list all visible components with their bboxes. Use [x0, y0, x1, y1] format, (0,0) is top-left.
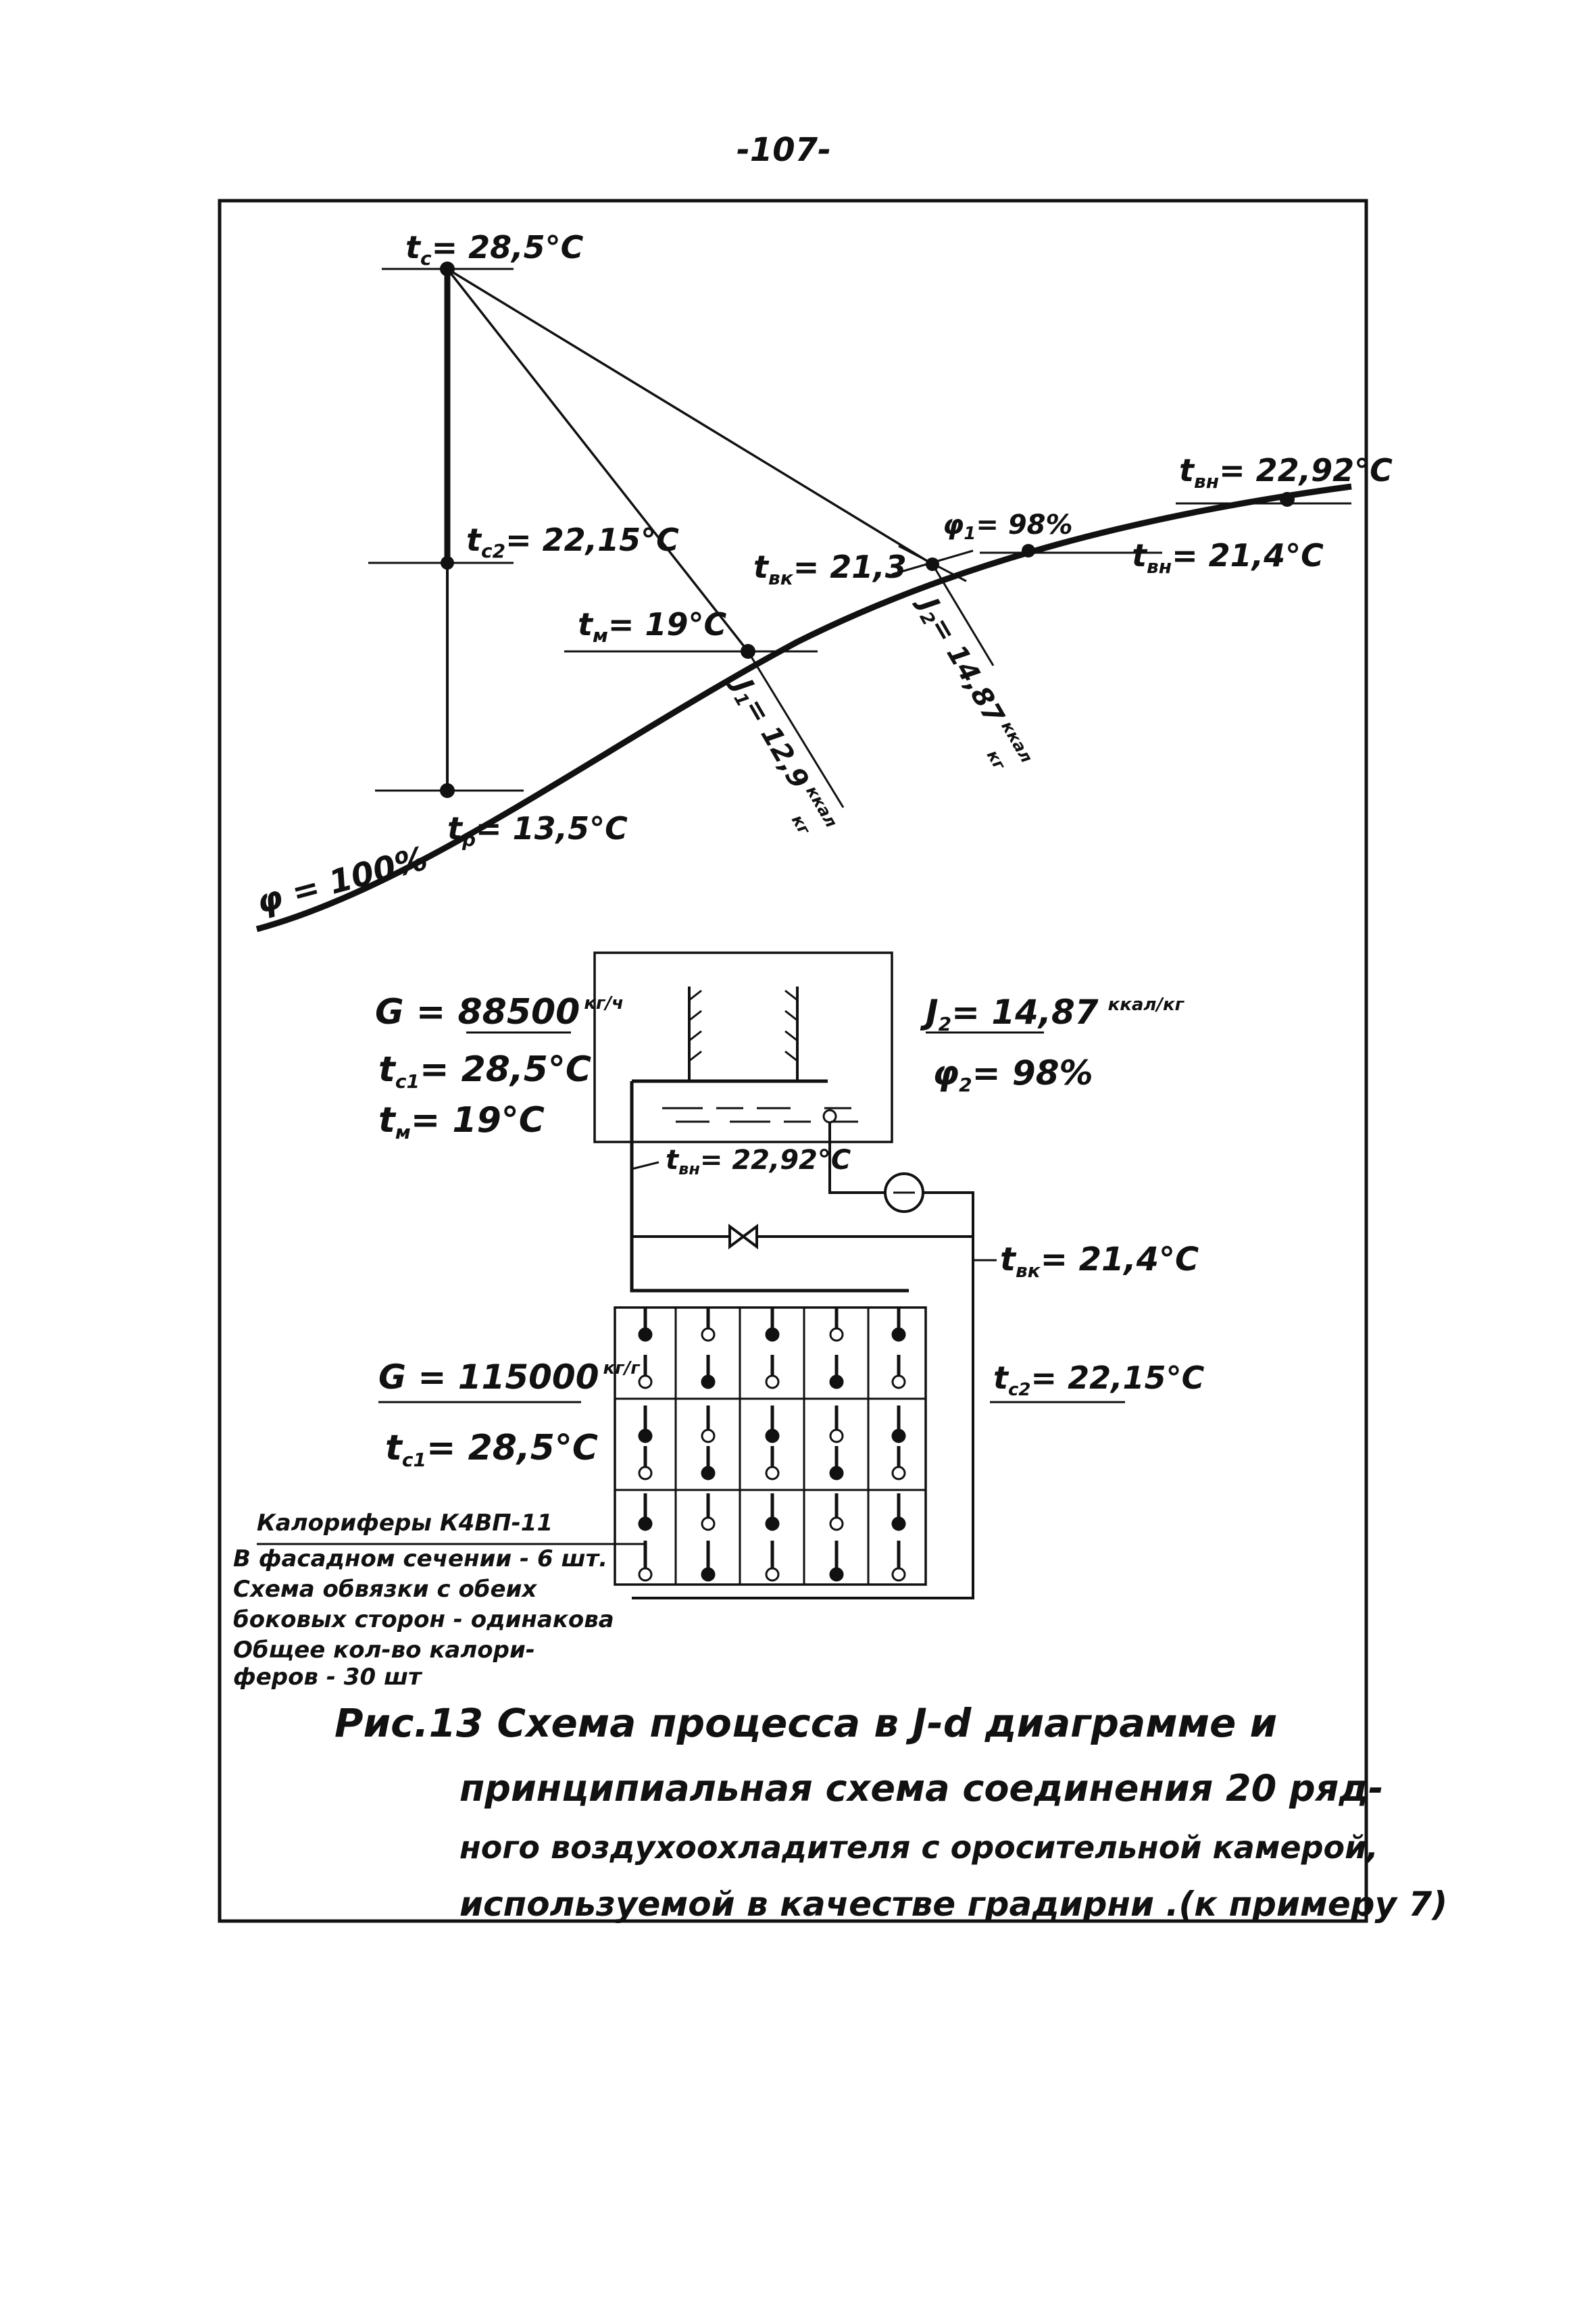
label-j1: J1= 12,9ккалкг	[714, 669, 841, 845]
coil-grid	[615, 1308, 926, 1585]
caption-line-1: Рис.13 Схема процесса в J-d диаграмме и	[334, 1700, 1277, 1746]
label-phi1: φ1= 98%	[943, 509, 1073, 544]
label-tvn2: tвн= 21,4°C	[1132, 537, 1324, 578]
mixing-line-2	[447, 268, 933, 566]
coil-tube-end	[829, 1374, 844, 1389]
page-number: -107-	[737, 131, 831, 169]
coil-tube-end	[891, 1466, 906, 1480]
coil-tube-end	[701, 1327, 716, 1342]
return-pipe	[828, 1122, 885, 1194]
caption-line-3: ного воздухоохладителя с оросительной ка…	[459, 1829, 1378, 1866]
mixing-line-1	[446, 268, 749, 653]
label-tvk-schema: tвк= 21,4°C	[1000, 1241, 1199, 1282]
coil-tube-end	[829, 1327, 844, 1342]
coil-tube-end	[701, 1374, 716, 1389]
pump-discharge-pipe	[632, 1191, 974, 1599]
coil-tubes	[638, 1308, 906, 1582]
drawing-frame	[218, 199, 1368, 1923]
coil-tube-end	[765, 1567, 780, 1582]
note-line-5: Общее кол-во калори-	[233, 1637, 535, 1664]
note-line-4: боковых сторон - одинакова	[233, 1606, 614, 1633]
coil-tube-end	[891, 1516, 906, 1531]
saturation-curve	[255, 483, 1352, 932]
label-tm: tм= 19°C	[578, 606, 726, 647]
coil-tube-end	[829, 1428, 844, 1443]
coil-tube-end	[701, 1567, 716, 1582]
label-tc2: tc2= 22,15°C	[466, 522, 679, 562]
note-line-3: Схема обвязки с обеих	[233, 1576, 537, 1603]
coil-tube-end	[701, 1466, 716, 1480]
label-tc: tc= 28,5°C	[405, 229, 584, 270]
coil-tube-end	[765, 1374, 780, 1389]
drain-point	[822, 1109, 837, 1124]
point-tp	[440, 783, 455, 798]
water-basin	[662, 1107, 858, 1123]
coil-tube-end	[765, 1327, 780, 1342]
coil-tube-end	[701, 1516, 716, 1531]
label-tp: tр= 13,5°C	[447, 810, 628, 851]
spray-nozzles	[689, 989, 798, 1062]
coil-tube-end	[638, 1374, 653, 1389]
coil-tube-end	[891, 1327, 906, 1342]
label-tc1b: tc1= 28,5°C	[385, 1428, 598, 1471]
label-tvk-top: tвк= 21,3	[753, 549, 907, 589]
caption-line-4: используемой в качестве градирни .(к при…	[459, 1885, 1447, 1924]
label-tc1: tc1= 28,5°C	[378, 1049, 591, 1093]
label-phi2: φ2= 98%	[932, 1053, 1093, 1096]
label-tm-schema: tм= 19°C	[378, 1100, 545, 1143]
point-tc2	[441, 556, 454, 570]
label-j2: J2= 14,87ккалкг	[899, 588, 1037, 780]
note-line-2: В фасадном сечении - 6 шт.	[233, 1545, 607, 1572]
coil-tube-end	[829, 1466, 844, 1480]
label-phi100: φ = 100%	[253, 839, 432, 921]
coil-tube-end	[638, 1428, 653, 1443]
point-tvn2	[1022, 544, 1035, 557]
valve-icon	[728, 1224, 758, 1249]
note-line-1: Калориферы К4ВП-11	[257, 1510, 553, 1537]
coil-supply-header	[630, 1237, 909, 1293]
coil-tube-end	[638, 1466, 653, 1480]
coil-tube-end	[891, 1374, 906, 1389]
point-tvn	[1280, 492, 1295, 507]
caption-line-2: принципиальная схема соединения 20 ряд-	[459, 1767, 1383, 1810]
label-tc2-schema: tc2= 22,15°C	[993, 1360, 1205, 1400]
coil-tube-end	[638, 1567, 653, 1582]
jd-diagram: tc= 28,5°C tc2= 22,15°C tм= 19°C tр= 13,…	[253, 229, 1393, 932]
coil-tube-end	[891, 1428, 906, 1443]
coil-tube-end	[829, 1516, 844, 1531]
figure-caption: Рис.13 Схема процесса в J-d диаграмме и …	[334, 1700, 1447, 1924]
enthalpy-j2-line	[931, 564, 995, 666]
coil-tube-end	[829, 1567, 844, 1582]
note-line-6: феров - 30 шт	[233, 1664, 423, 1691]
tvn-leader	[631, 1161, 659, 1170]
coil-tube-end	[638, 1327, 653, 1342]
coil-tube-end	[765, 1516, 780, 1531]
point-tc	[440, 262, 455, 276]
coil-tube-end	[891, 1567, 906, 1582]
coil-tube-end	[701, 1428, 716, 1443]
point-tm	[741, 644, 755, 659]
enthalpy-j1-line	[747, 651, 845, 808]
coil-tube-end	[765, 1428, 780, 1443]
spray-chamber	[593, 951, 893, 1143]
label-tvn-top: tвн= 22,92°C	[1179, 452, 1393, 493]
point-phi1	[926, 557, 939, 571]
label-tvn-schema: tвн= 22,92°C	[666, 1145, 851, 1178]
coil-tube-end	[638, 1516, 653, 1531]
coil-tube-end	[765, 1466, 780, 1480]
coil-bank	[614, 1306, 927, 1586]
